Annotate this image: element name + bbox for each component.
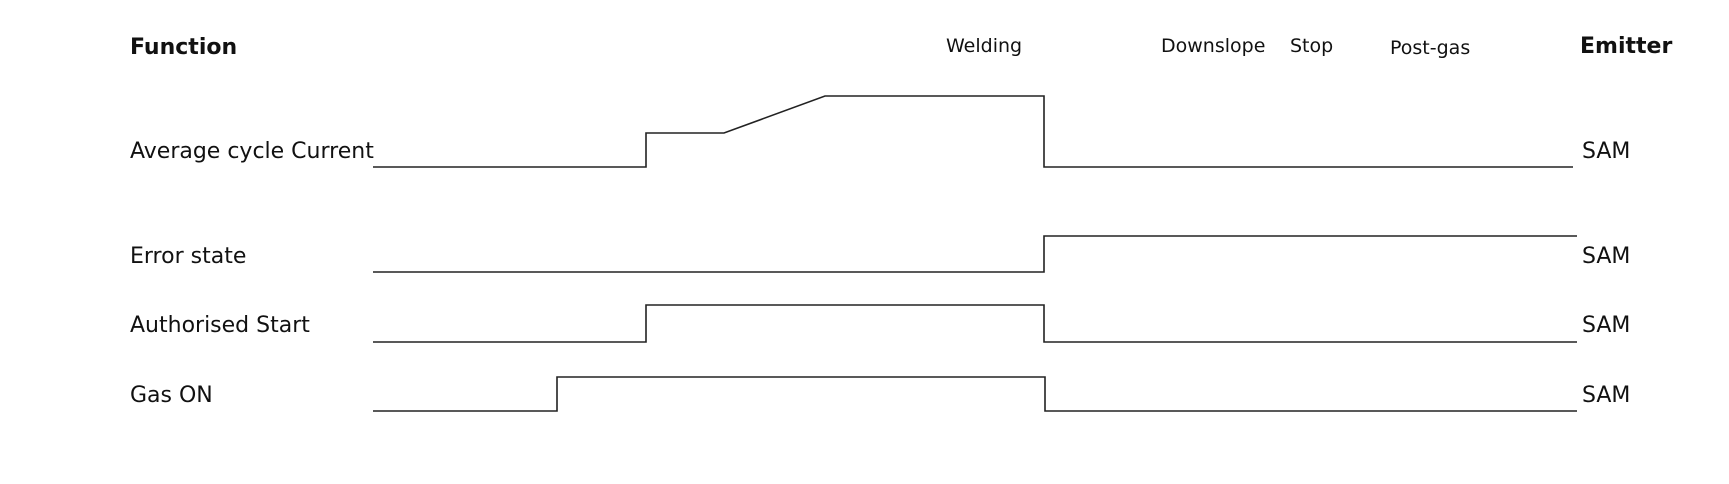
waveform-gas-on xyxy=(373,376,1577,412)
emitter-gas-on: SAM xyxy=(1582,383,1630,408)
phase-label-welding: Welding xyxy=(946,35,1022,57)
signal-label-gas-on: Gas ON xyxy=(130,383,213,408)
phase-label-stop: Stop xyxy=(1290,35,1333,57)
waveform-authorised-start xyxy=(373,304,1577,343)
phase-label-downslope: Downslope xyxy=(1161,35,1265,57)
signal-label-authorised-start: Authorised Start xyxy=(130,313,310,338)
emitter-error-state: SAM xyxy=(1582,244,1630,269)
signal-label-error-state: Error state xyxy=(130,244,246,269)
waveform-average-cycle-current xyxy=(373,95,1573,168)
function-header: Function xyxy=(130,35,237,60)
waveform-error-state xyxy=(373,235,1577,273)
emitter-header: Emitter xyxy=(1580,34,1672,59)
signal-label-average-cycle-current: Average cycle Current xyxy=(130,139,374,164)
phase-label-post-gas: Post-gas xyxy=(1390,37,1470,59)
emitter-average-cycle-current: SAM xyxy=(1582,139,1630,164)
emitter-authorised-start: SAM xyxy=(1582,313,1630,338)
